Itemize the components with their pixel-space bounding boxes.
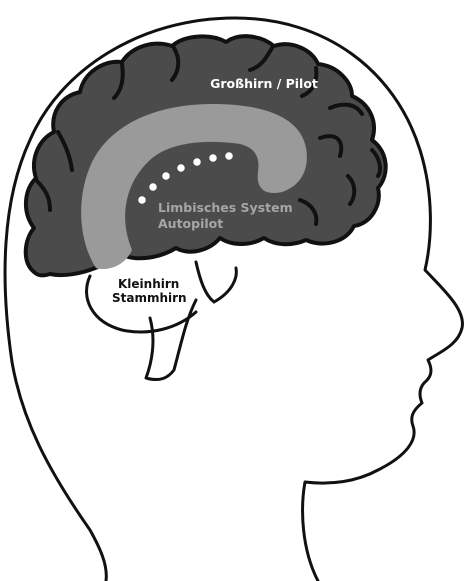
brainstem-outline (146, 300, 196, 380)
cerebellum-label-line1: Kleinhirn (118, 277, 179, 291)
brain-bottom-curve (196, 262, 236, 302)
cerebrum-label: Großhirn / Pilot (210, 76, 318, 91)
cerebellum-label-line2: Stammhirn (112, 291, 187, 305)
limbic-label-line1: Limbisches System (158, 200, 293, 215)
neck-back-outline (12, 362, 106, 581)
limbic-label-line2: Autopilot (158, 216, 223, 231)
